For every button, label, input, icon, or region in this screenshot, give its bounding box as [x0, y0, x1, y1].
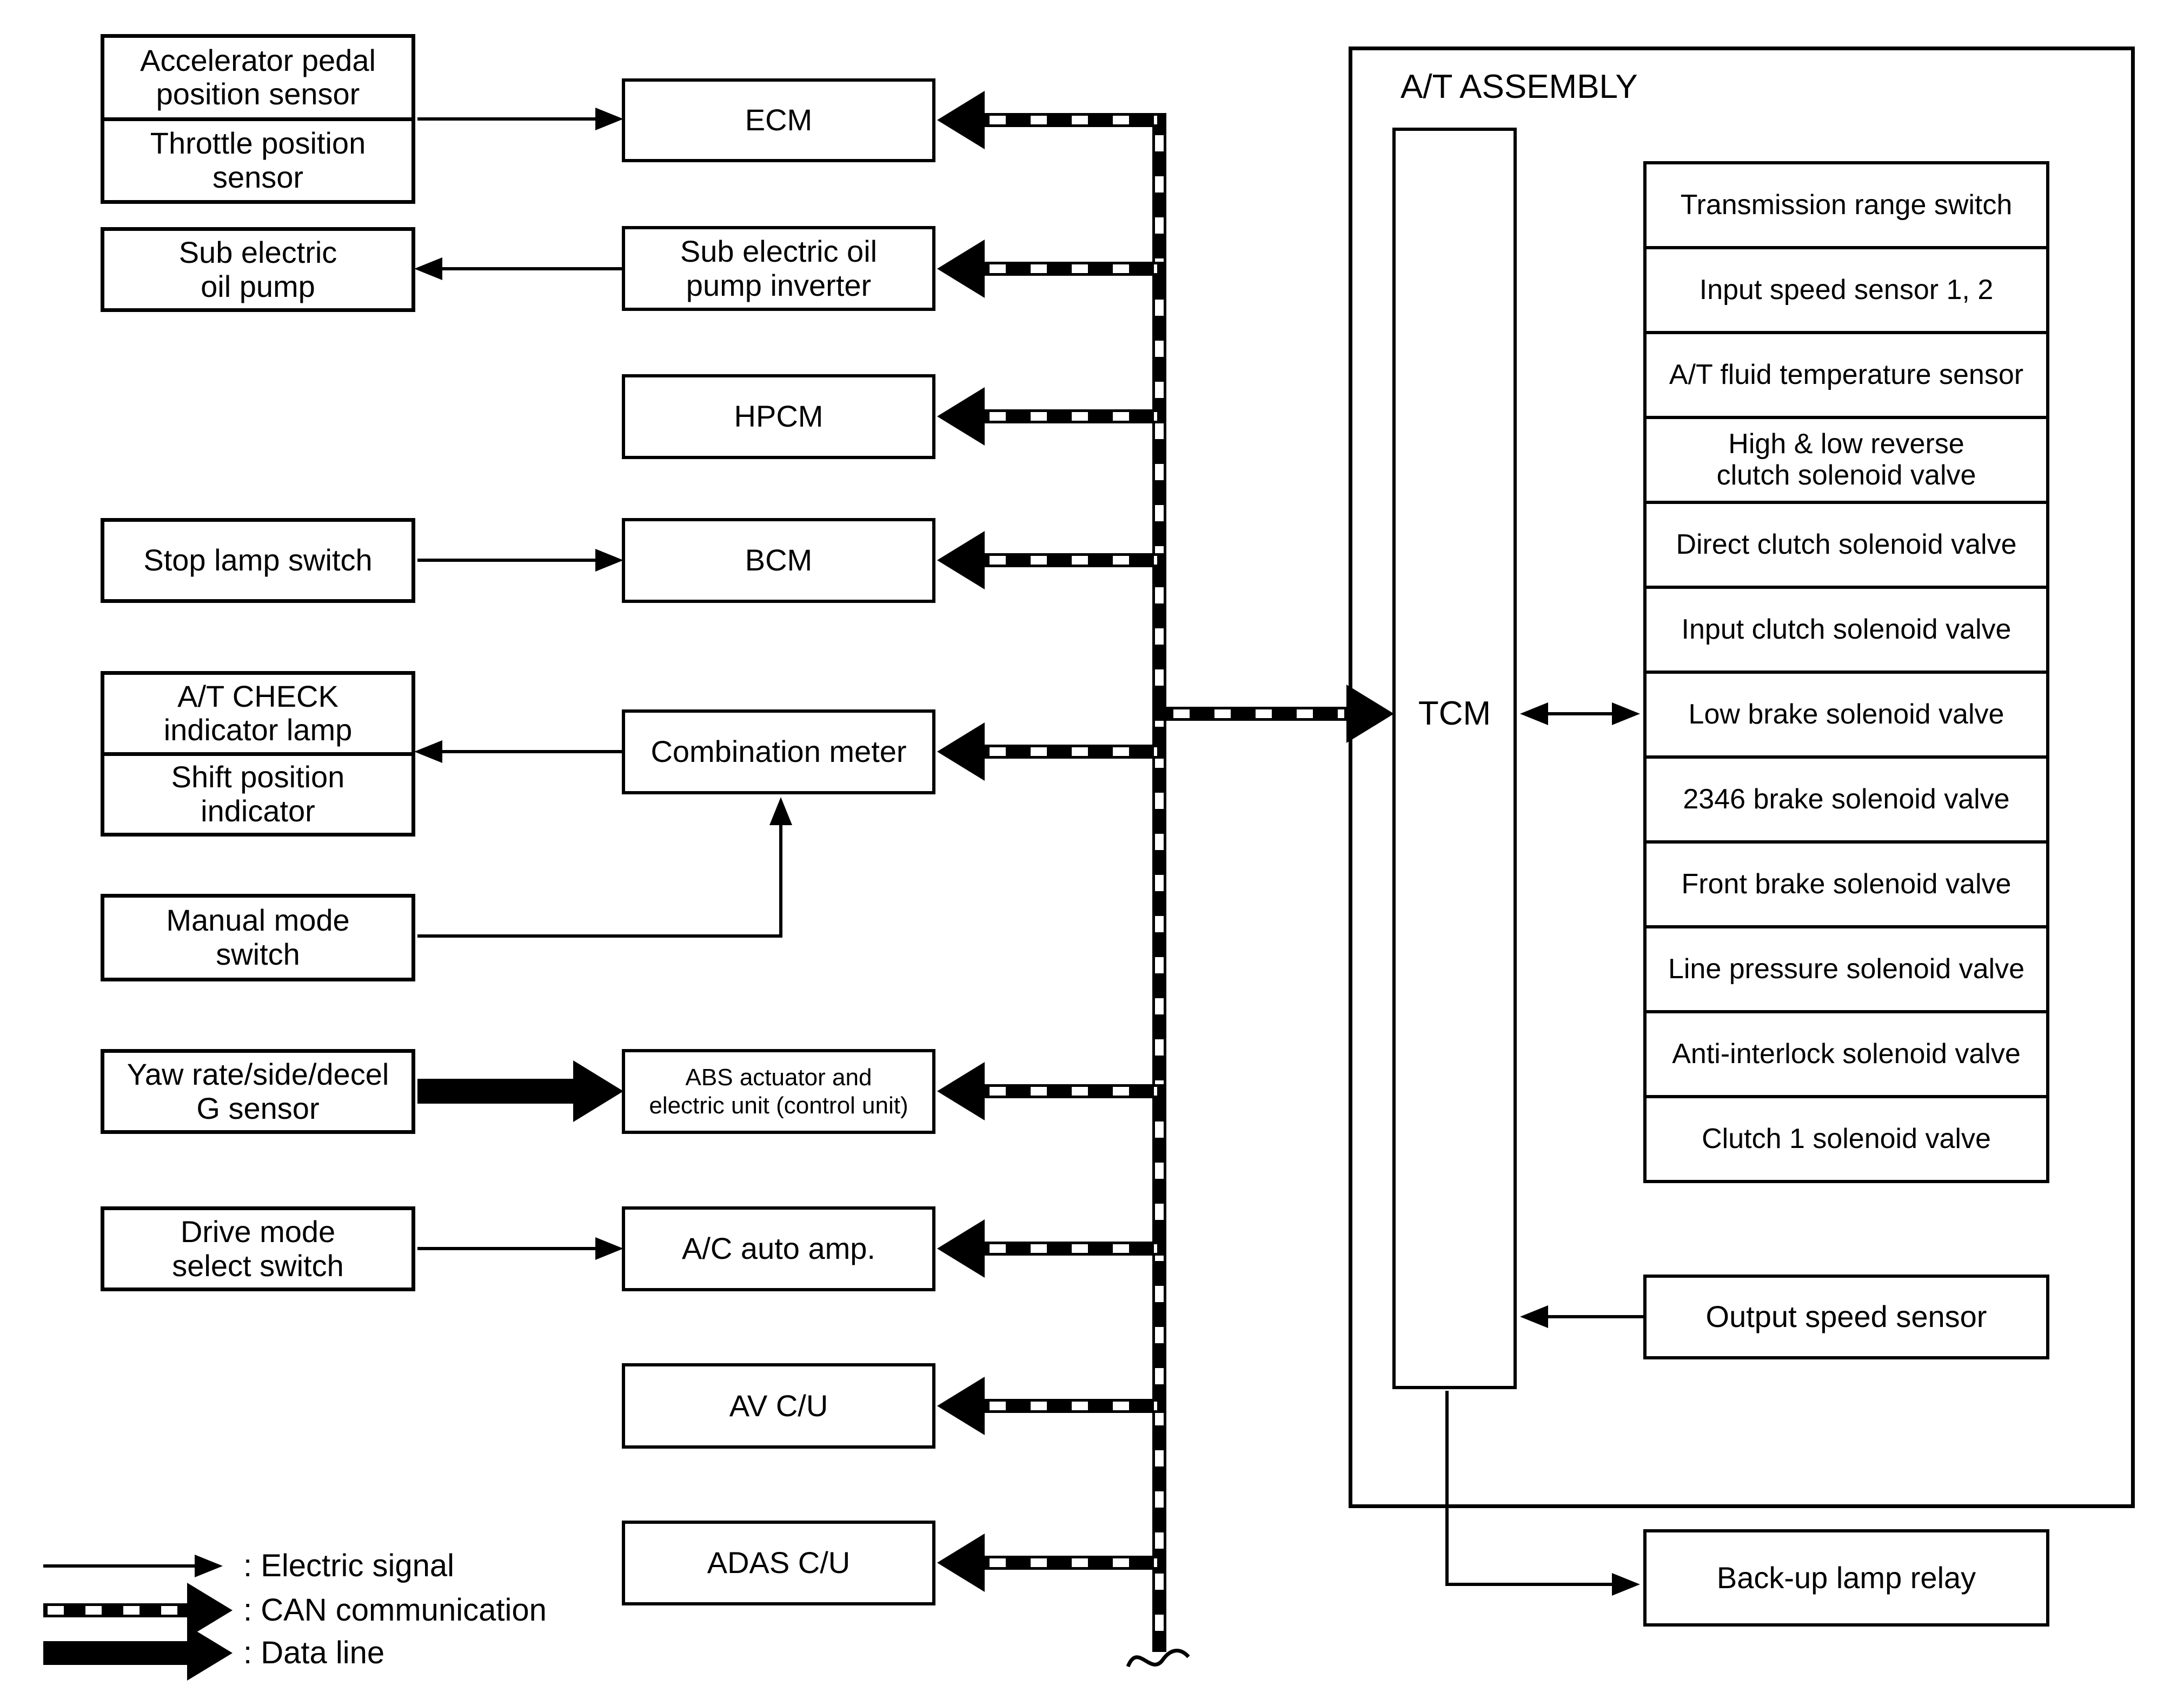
combination-meter-box: Combination meter [622, 709, 935, 794]
output-speed-sensor-box: Output speed sensor [1643, 1275, 2049, 1359]
stop-lamp-switch-box: Stop lamp switch [101, 518, 415, 603]
arrowhead [595, 1237, 623, 1260]
tcm-box [1392, 128, 1517, 1389]
electric-signal-arrow-icon [43, 1555, 223, 1577]
can-arrow-abs [937, 1062, 1166, 1120]
valve-row-at-fluid-temperature-sensor: A/T fluid temperature sensor [1647, 331, 2046, 416]
can-arrow-av-cu [937, 1377, 1166, 1435]
can-arrow-bcm [937, 531, 1166, 589]
arrowhead [195, 1555, 223, 1577]
arrowhead [187, 1583, 233, 1638]
can-arrow-sub-oil-pump-inverter [937, 240, 1166, 298]
ecm-box: ECM [622, 78, 935, 162]
hpcm-box: HPCM [622, 374, 935, 459]
adas-cu-box: ADAS C/U [622, 1521, 935, 1605]
can-arrow-ecm [937, 91, 1166, 149]
valve-row-2346-brake: 2346 brake solenoid valve [1647, 755, 2046, 840]
can-arrow-hpcm [937, 387, 1166, 446]
can-arrow-ac-auto-amp [937, 1219, 1166, 1278]
av-cu-box: AV C/U [622, 1363, 935, 1449]
valve-row-input-speed-sensor: Input speed sensor 1, 2 [1647, 246, 2046, 331]
electric-arrow-manual-mode-to-meter [417, 797, 792, 938]
arrowhead [937, 531, 985, 589]
arrowhead [187, 1625, 233, 1681]
legend-electric-signal-label: : Electric signal [243, 1548, 455, 1583]
valve-row-transmission-range-switch: Transmission range switch [1680, 189, 2013, 221]
arrowhead [937, 240, 985, 298]
arrowhead [937, 1534, 985, 1592]
electric-arrow-meter-to-at-check [414, 740, 623, 763]
arrowhead [769, 797, 792, 825]
legend-data-line-label: : Data line [243, 1635, 385, 1670]
arrowhead [414, 740, 442, 763]
bus-break-icon [1126, 1649, 1190, 1668]
valve-row-anti-interlock: Anti-interlock solenoid valve [1647, 1010, 2046, 1095]
at-assembly-title: A/T ASSEMBLY [1400, 68, 1638, 105]
ac-auto-amp-box: A/C auto amp. [622, 1206, 935, 1291]
arrowhead [937, 1219, 985, 1278]
arrowhead [414, 257, 442, 280]
electric-arrow-inverter-to-pump [414, 257, 623, 280]
electric-arrow-accelerator-to-ecm [417, 108, 623, 130]
electric-arrow-drive-mode-to-ac [417, 1237, 623, 1260]
arrowhead [937, 1377, 985, 1435]
backup-lamp-relay-box: Back-up lamp relay [1643, 1529, 2049, 1627]
valve-row-clutch-1: Clutch 1 solenoid valve [1647, 1095, 2046, 1180]
valve-stack: Transmission range switch Input speed se… [1643, 161, 2049, 1183]
arrowhead [595, 549, 623, 572]
arrowhead [573, 1060, 623, 1122]
valve-row-low-brake: Low brake solenoid valve [1647, 671, 2046, 755]
arrowhead [1612, 1573, 1640, 1596]
can-arrow-adas-cu [937, 1534, 1166, 1592]
arrowhead [937, 387, 985, 446]
data-line-arrow-icon [43, 1625, 233, 1681]
valve-row-line-pressure: Line pressure solenoid valve [1647, 925, 2046, 1010]
bcm-box: BCM [622, 518, 935, 603]
arrowhead [595, 108, 623, 130]
legend-can-communication-label: : CAN communication [243, 1592, 547, 1628]
valve-row-direct-clutch: Direct clutch solenoid valve [1647, 501, 2046, 586]
arrowhead [937, 1062, 985, 1120]
can-communication-arrow-icon [43, 1583, 233, 1638]
valve-row-front-brake: Front brake solenoid valve [1647, 840, 2046, 925]
can-arrow-combination-meter [937, 722, 1166, 781]
tcm-label: TCM [1418, 695, 1491, 732]
arrowhead [937, 91, 985, 149]
valve-row-input-clutch: Input clutch solenoid valve [1647, 586, 2046, 671]
arrowhead [937, 722, 985, 781]
electric-arrow-stop-lamp-to-bcm [417, 549, 623, 572]
data-line-arrow-yaw-to-abs [417, 1060, 623, 1122]
